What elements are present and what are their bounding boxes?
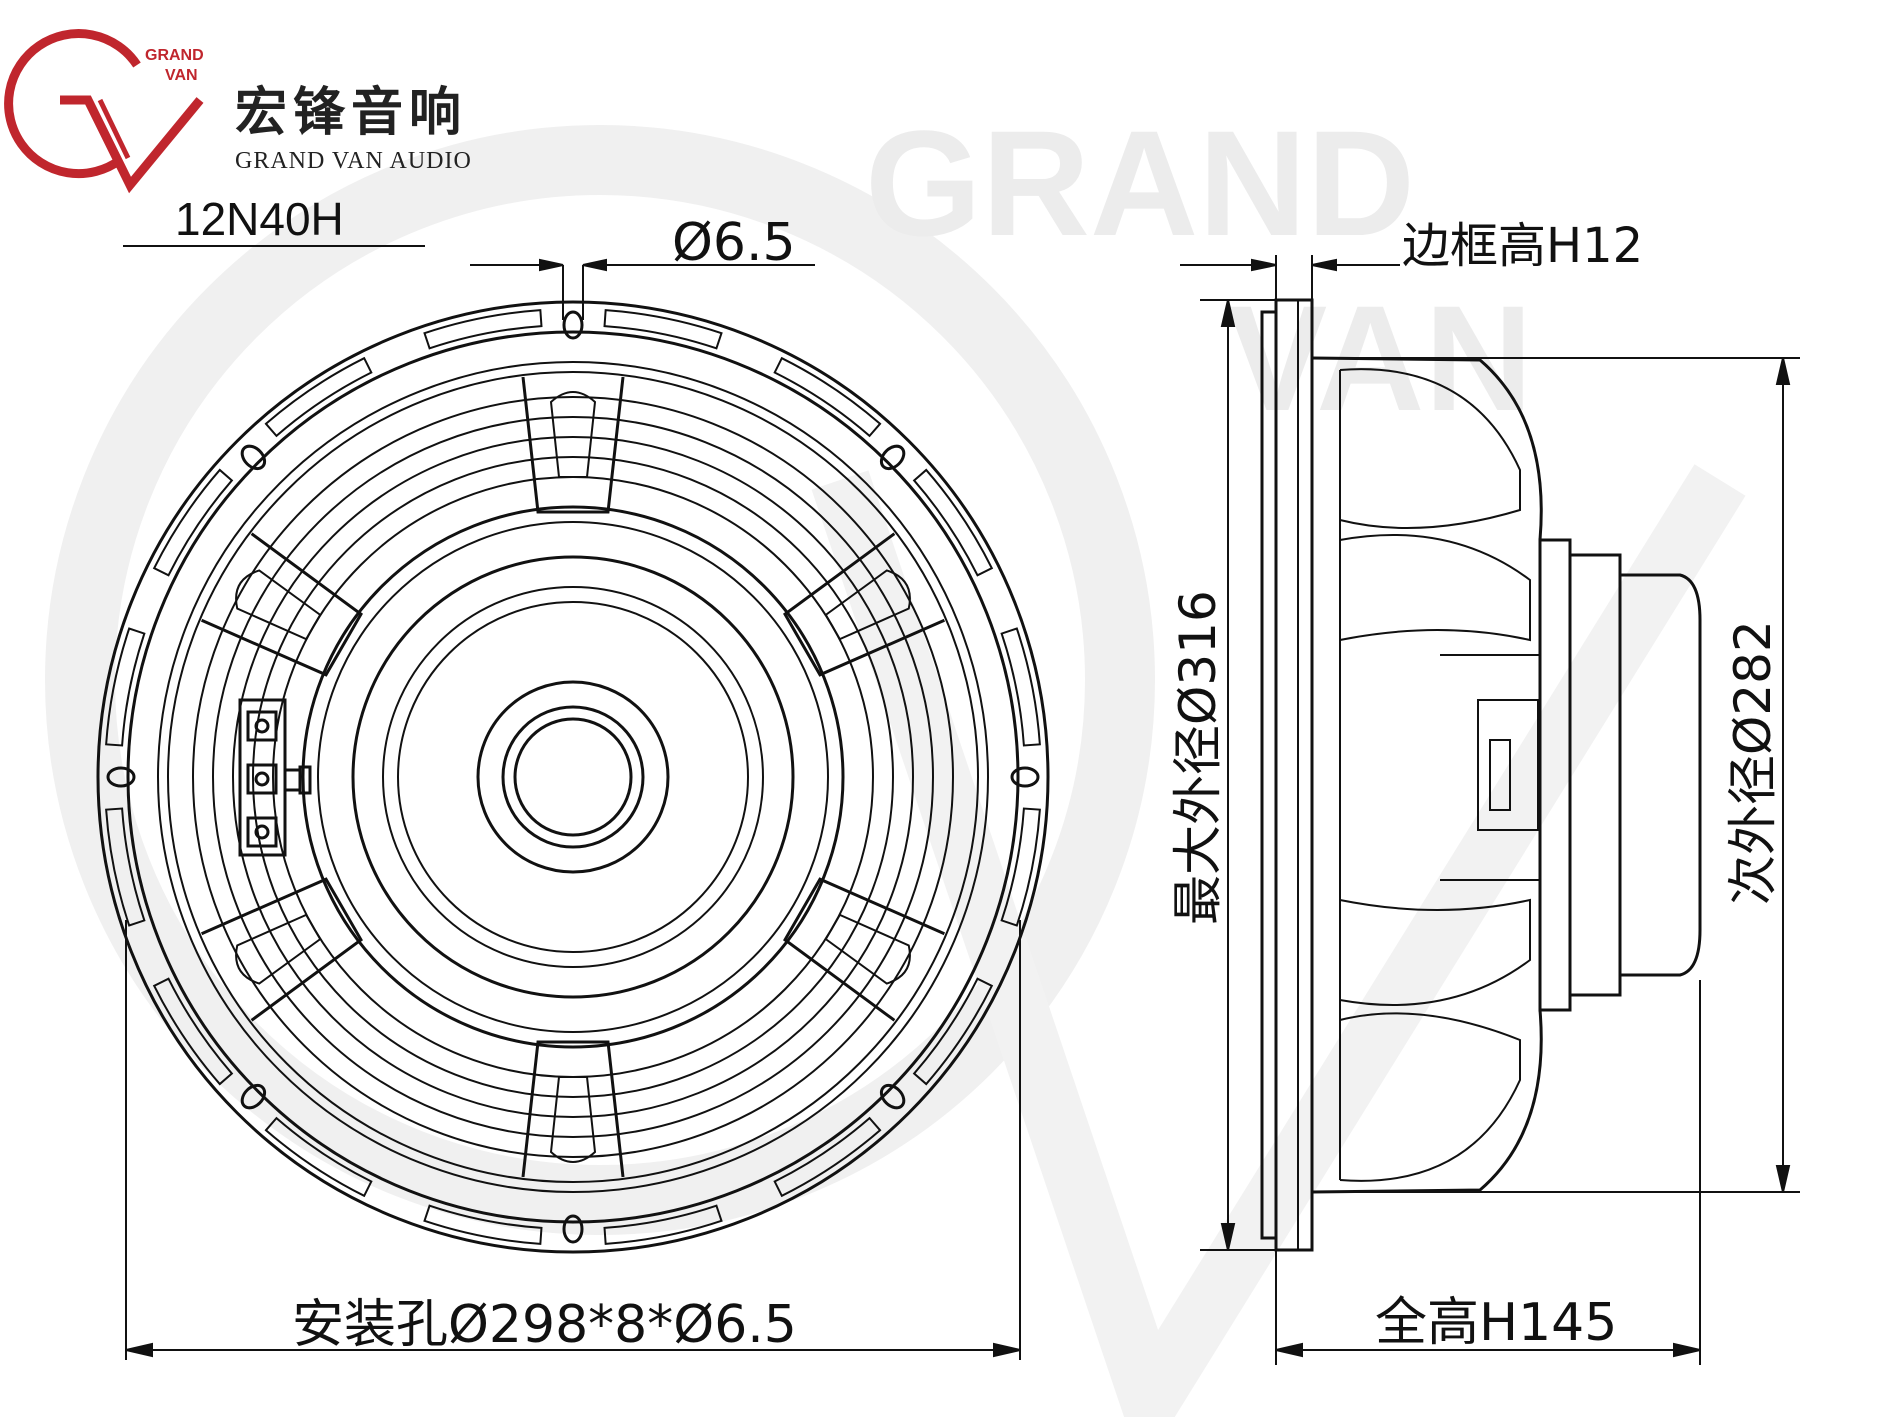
basket-spoke (521, 1040, 625, 1178)
rim-slot (773, 356, 882, 438)
mounting-hole (562, 310, 584, 340)
mounting-holes-label: 安装孔Ø298*8*Ø6.5 (292, 1295, 797, 1355)
basket-spoke (783, 532, 946, 677)
secondary-diameter-label: 次外径Ø282 (1724, 620, 1782, 905)
mounting-hole (562, 1214, 584, 1244)
rim-slot (152, 468, 234, 577)
mounting-holes (106, 310, 1040, 1244)
frame-inner-ring (126, 330, 1020, 1224)
watermark: GRAND VAN (45, 99, 1746, 1417)
side-view (1260, 298, 1702, 1252)
front-dimensions (125, 258, 1021, 1360)
brand-name-cn: 宏锋音响 (235, 83, 467, 143)
basket-spoke (783, 877, 946, 1022)
hole-diameter-label: Ø6.5 (672, 213, 796, 273)
brand-name-en: GRAND VAN AUDIO (235, 148, 472, 174)
mounting-hole (106, 766, 136, 788)
mounting-hole (1010, 766, 1040, 788)
rim-slot (912, 977, 994, 1086)
rim-slot (105, 807, 146, 927)
basket-spokes (200, 376, 946, 1178)
rim-slot (773, 1116, 882, 1198)
motor-outer (301, 505, 845, 1049)
max-outer-diameter-label: 最大外径Ø316 (1169, 590, 1227, 925)
watermark-text-1: GRAND (865, 99, 1415, 267)
side-dimensions (1180, 255, 1800, 1365)
rim-slot (423, 1204, 543, 1245)
mounting-hole (240, 444, 267, 471)
mounting-hole (879, 1083, 906, 1110)
rim-slot (105, 627, 146, 747)
pole-piece (476, 680, 670, 874)
logo-text-van: VAN (165, 67, 198, 84)
frame-height-label: 边框高H12 (1402, 218, 1643, 274)
gv-logo-icon (4, 29, 204, 194)
front-view (96, 300, 1050, 1254)
rim-slot (1000, 627, 1041, 747)
mounting-hole (879, 444, 906, 471)
rim-slot (603, 1204, 723, 1245)
vent-hole (513, 717, 633, 837)
frame-outer-ring (96, 300, 1050, 1254)
logo-text-grand: GRAND (145, 47, 204, 64)
rim-slot (912, 468, 994, 577)
rim-slots (105, 309, 1041, 1245)
rim-slot (264, 356, 373, 438)
mounting-hole (240, 1083, 267, 1110)
rim-slot (152, 977, 234, 1086)
basket-spoke (200, 532, 363, 677)
terminal-block (238, 698, 312, 857)
overall-height-label: 全高H145 (1375, 1293, 1617, 1353)
brand-logo: GRAND VAN 宏锋音响 GRAND VAN AUDIO (4, 29, 472, 194)
rim-slot (603, 309, 723, 350)
basket-spoke (200, 877, 363, 1022)
rim-slot (423, 309, 543, 350)
magnet-ring (351, 555, 795, 999)
rim-slot (264, 1116, 373, 1198)
basket-spoke (521, 376, 625, 514)
model-number: 12N40H (175, 193, 344, 245)
rim-slot (1000, 807, 1041, 927)
